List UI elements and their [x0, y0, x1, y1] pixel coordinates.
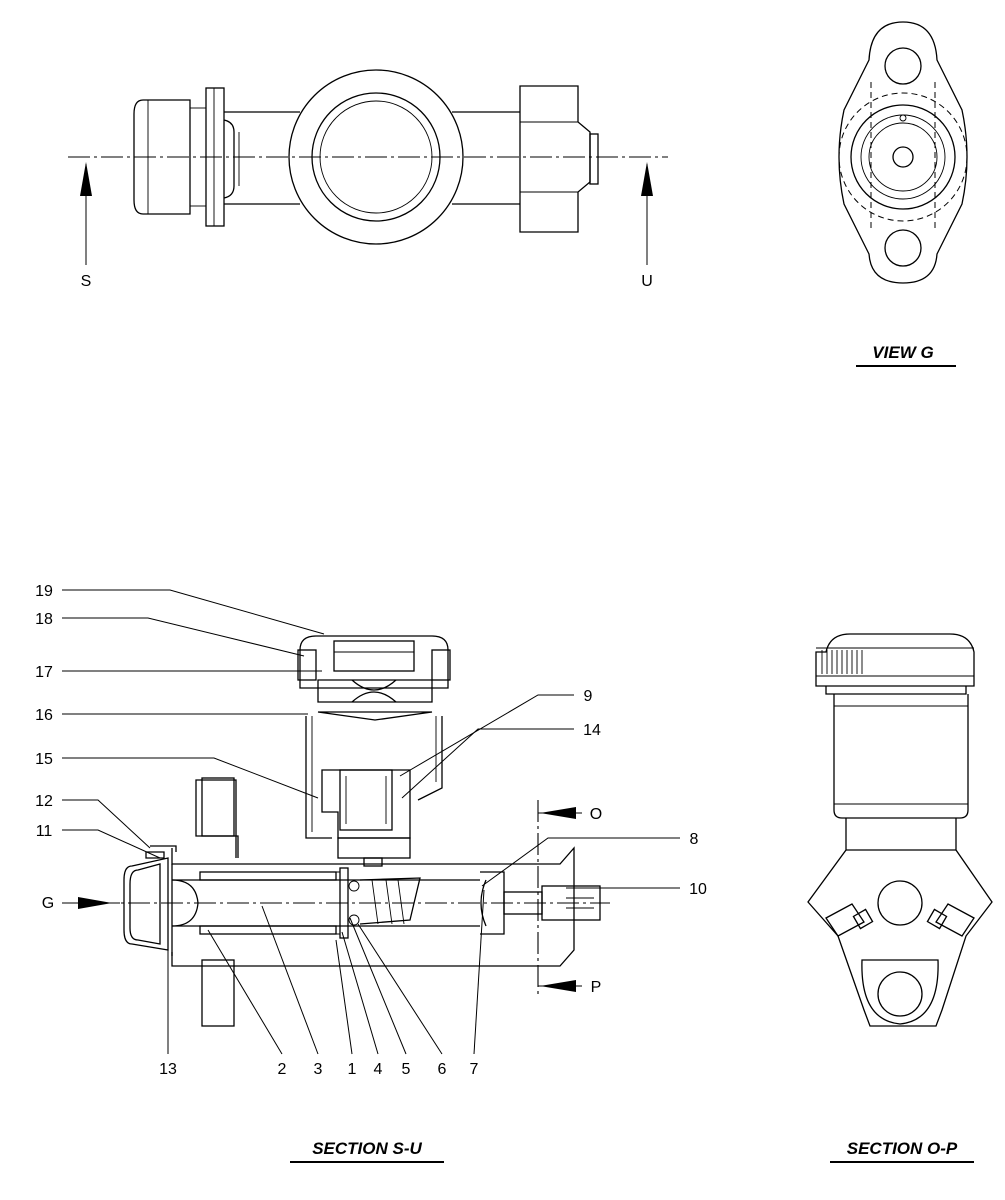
callout-2: 2 [278, 1061, 287, 1078]
section-su: G O P 19 18 17 16 15 12 11 [35, 583, 707, 1163]
view-g: VIEW G [838, 21, 968, 367]
section-label-u: U [641, 273, 653, 290]
callout-1: 1 [348, 1061, 357, 1078]
section-op-title: SECTION O-P [847, 1139, 958, 1158]
section-op: SECTION O-P [807, 633, 993, 1163]
callout-16: 16 [35, 707, 53, 724]
callout-13: 13 [159, 1061, 177, 1078]
callout-19: 19 [35, 583, 53, 600]
callout-4: 4 [374, 1061, 383, 1078]
cut-label-o: O [590, 806, 602, 823]
callout-10: 10 [689, 881, 707, 898]
callout-3: 3 [314, 1061, 323, 1078]
knurling [821, 650, 863, 674]
callout-11: 11 [36, 823, 53, 840]
callout-12: 12 [35, 793, 53, 810]
callout-5: 5 [402, 1061, 411, 1078]
callout-14: 14 [583, 722, 601, 739]
callout-6: 6 [438, 1061, 447, 1078]
view-g-title: VIEW G [872, 343, 933, 362]
view-label-g: G [42, 895, 54, 912]
callout-17: 17 [35, 664, 53, 681]
section-label-s: S [81, 273, 92, 290]
cut-label-p: P [591, 979, 602, 996]
section-su-title: SECTION S-U [312, 1139, 422, 1158]
callout-9: 9 [584, 688, 593, 705]
callout-15: 15 [35, 751, 53, 768]
callout-18: 18 [35, 611, 53, 628]
callout-8: 8 [690, 831, 699, 848]
callout-7: 7 [470, 1061, 479, 1078]
top-view: S U [68, 69, 668, 290]
